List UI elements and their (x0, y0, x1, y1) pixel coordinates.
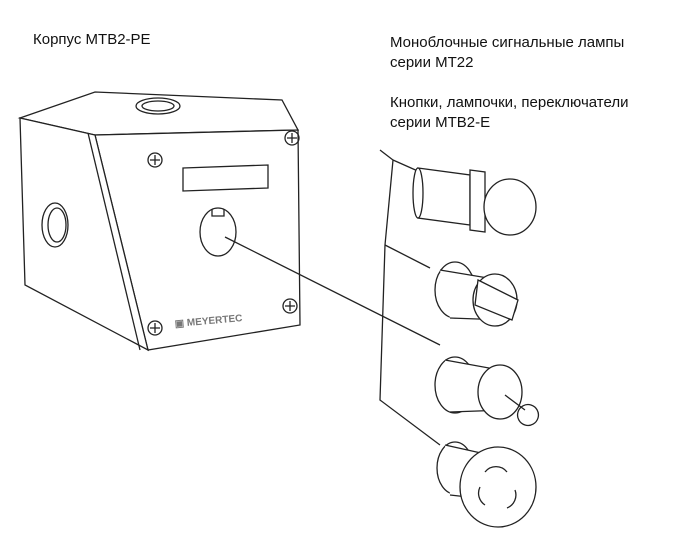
buttons-label-line2: серии MTB2-E (390, 114, 491, 131)
screw-icon (147, 320, 163, 336)
emergency-stop-button (436, 441, 537, 528)
key-switch (434, 356, 540, 427)
front-hole (199, 207, 237, 257)
screw-icon (284, 130, 300, 146)
screw-icon (282, 298, 298, 314)
pointer-line (224, 236, 441, 346)
signal-lamp (412, 167, 537, 236)
label-window (182, 164, 269, 192)
selector-switch (434, 261, 519, 327)
top-hole (135, 97, 181, 115)
housing-label: Корпус MTB2-PE (33, 31, 151, 48)
enclosure-box: ▣ MEYERTEC (17, 91, 301, 352)
lamps-label-line1: Моноблочные сигнальные лампы (390, 34, 625, 51)
lamps-label-line2: серии MT22 (390, 54, 474, 71)
screw-icon (147, 152, 163, 168)
side-hole (41, 202, 69, 248)
buttons-label-line1: Кнопки, лампочки, переключатели (390, 94, 629, 111)
